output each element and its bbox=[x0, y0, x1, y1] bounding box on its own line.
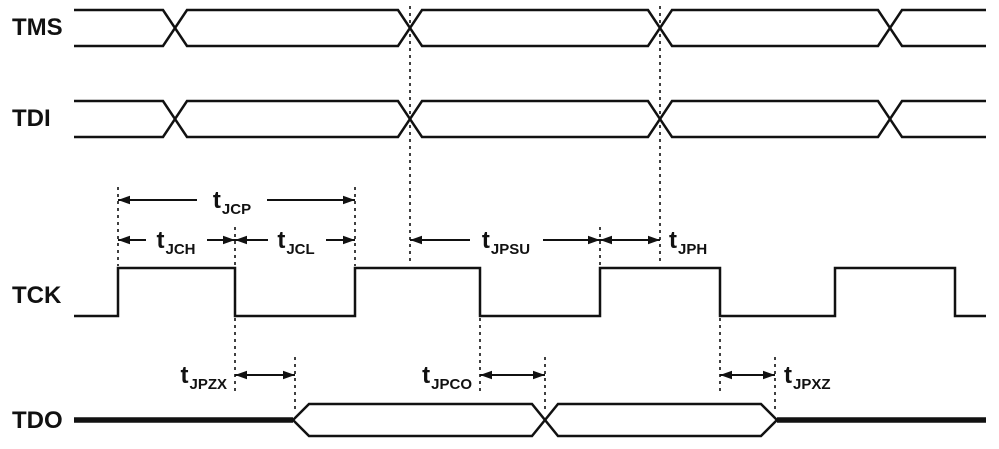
tdo-waveform-rail-b bbox=[292, 402, 778, 438]
tms-waveform-rail-b bbox=[74, 8, 986, 48]
signal-label-tms: TMS bbox=[12, 14, 63, 41]
timing-label-jcp: tJCP bbox=[213, 187, 251, 218]
dimension-jcl: tJCL bbox=[235, 227, 355, 258]
timing-label-sub-jpco: JPCO bbox=[431, 376, 472, 393]
dimension-jpxz: tJPXZ bbox=[720, 362, 831, 393]
timing-label-sub-jpzx: JPZX bbox=[189, 376, 227, 393]
timing-label-sub-jcl: JCL bbox=[286, 241, 314, 258]
timing-label-base-jcp: t bbox=[213, 187, 221, 214]
timing-label-sub-jph: JPH bbox=[678, 241, 707, 258]
timing-label-jpzx: tJPZX bbox=[180, 362, 227, 393]
dimension-jpzx: tJPZX bbox=[180, 362, 295, 393]
timing-label-base-jch: t bbox=[156, 227, 164, 254]
timing-label-base-jpzx: t bbox=[180, 362, 188, 389]
timing-label-sub-jch: JCH bbox=[165, 241, 195, 258]
timing-label-base-jcl: t bbox=[277, 227, 285, 254]
tck-waveform bbox=[74, 266, 986, 318]
timing-label-base-jph: t bbox=[669, 227, 677, 254]
dimension-jph: tJPH bbox=[600, 227, 707, 258]
timing-label-base-jpco: t bbox=[422, 362, 430, 389]
tms-waveform-rail-a bbox=[74, 8, 986, 48]
timing-label-base-jpxz: t bbox=[784, 362, 792, 389]
timing-label-jch: tJCH bbox=[156, 227, 195, 258]
timing-label-jpsu: tJPSU bbox=[482, 227, 530, 258]
timing-label-sub-jcp: JCP bbox=[222, 201, 251, 218]
timing-label-jpco: tJPCO bbox=[422, 362, 472, 393]
dimension-jpsu: tJPSU bbox=[410, 227, 600, 258]
dimension-jpco: tJPCO bbox=[422, 362, 545, 393]
timing-label-sub-jpsu: JPSU bbox=[491, 241, 530, 258]
dimension-jcp: tJCP bbox=[118, 187, 355, 218]
timing-label-base-jpsu: t bbox=[482, 227, 490, 254]
tdi-waveform-rail-a bbox=[74, 99, 986, 139]
timing-label-jcl: tJCL bbox=[277, 227, 314, 258]
timing-label-jph: tJPH bbox=[669, 227, 707, 258]
signal-label-tdi: TDI bbox=[12, 105, 51, 132]
signal-label-tck: TCK bbox=[12, 282, 62, 309]
dimension-jch: tJCH bbox=[118, 227, 235, 258]
timing-label-sub-jpxz: JPXZ bbox=[793, 376, 831, 393]
timing-label-jpxz: tJPXZ bbox=[784, 362, 831, 393]
tdi-waveform-rail-b bbox=[74, 99, 986, 139]
signal-label-tdo: TDO bbox=[12, 407, 63, 434]
